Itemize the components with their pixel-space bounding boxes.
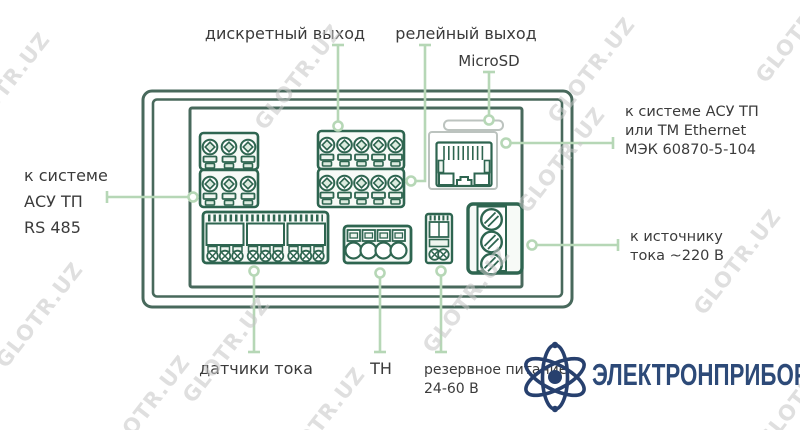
- relay-output-terminal-block: [316, 167, 406, 209]
- rs485-label-line2: АСУ ТП: [24, 192, 83, 211]
- leader-lines: [105, 43, 620, 354]
- microsd-label: MicroSD: [458, 52, 520, 70]
- power-source-label-line1: к источнику: [630, 229, 723, 245]
- rs485-label-line1: к системе: [24, 166, 108, 185]
- backup-power-leader: [435, 265, 447, 354]
- mains-power-leader: [526, 239, 620, 251]
- ethernet-label-line2: или ТМ Ethernet: [625, 123, 747, 139]
- atom-icon: [524, 341, 586, 413]
- ethernet-port: [435, 141, 493, 188]
- current-sensors-leader: [248, 265, 260, 354]
- ethernet-leader: [500, 137, 615, 149]
- device-outline: [141, 89, 574, 309]
- mains-power-terminal-block: [466, 202, 524, 276]
- backup-power-terminal-block: [424, 212, 454, 265]
- ethernet-label-line1: к системе АСУ ТП: [625, 104, 759, 120]
- rs485-terminal-block: [198, 131, 260, 209]
- backup-power-label-line2: 24-60 В: [424, 381, 479, 397]
- rs485-label-line3: RS 485: [24, 218, 81, 237]
- th-leader: [374, 267, 386, 354]
- power-source-label-line2: тока ~220 В: [630, 248, 724, 264]
- device-outer-frame: [141, 89, 574, 309]
- rs485-leader: [105, 191, 199, 203]
- discrete-output-terminal-block: [316, 129, 406, 171]
- power-source-label: к источнику тока ~220 В: [630, 228, 724, 266]
- relay-output-leader: [405, 43, 431, 187]
- brand-name: ЭЛЕКТРОНПРИБОР: [592, 357, 800, 392]
- ethernet-label-line3: МЭК 60870-5-104: [625, 142, 757, 158]
- relay-output-label: релейный выход: [395, 24, 537, 43]
- connectors: [198, 129, 524, 276]
- microsd-leader: [483, 70, 495, 126]
- th-terminal-block: [342, 224, 413, 265]
- discrete-output-label: дискретный выход: [204, 24, 366, 43]
- current-sensors-terminal-block: [201, 210, 330, 265]
- current-sensors-label: датчики тока: [199, 359, 313, 378]
- ethernet-label: к системе АСУ ТП или ТМ Ethernet МЭК 608…: [625, 103, 759, 160]
- discrete-output-leader: [332, 43, 344, 132]
- th-label: ТН: [370, 359, 392, 378]
- rs485-label: к системе АСУ ТП RS 485: [24, 163, 108, 241]
